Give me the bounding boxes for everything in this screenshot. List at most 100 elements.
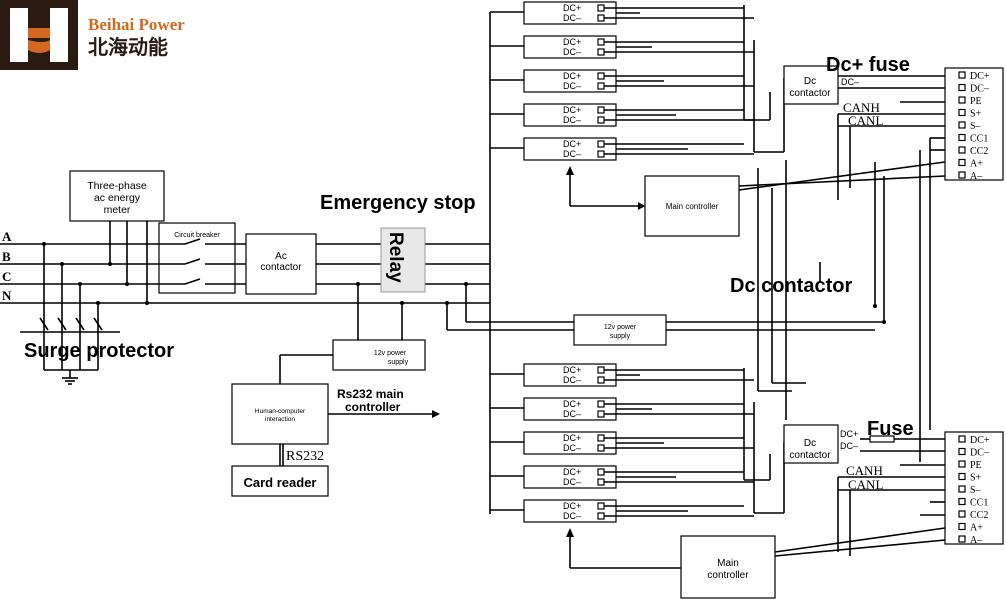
module-dc-minus-label: DC– — [563, 47, 581, 57]
brand-logo: Beihai Power 北海动能 — [0, 0, 185, 70]
terminal-icon — [597, 502, 605, 510]
rectifier-module-top-5: DC+DC– — [490, 137, 754, 161]
module-dc-minus-label: DC– — [563, 81, 581, 91]
pin-icon — [958, 472, 966, 481]
supply-mid-label-1: 12v power — [604, 324, 637, 331]
module-dc-plus-label: DC+ — [563, 467, 581, 477]
connector-bottom-pin-9: A– — [970, 535, 983, 546]
connector-bottom-pin-1: DC+ — [970, 435, 990, 446]
fuse-label: Fuse — [867, 418, 914, 440]
junction-dots — [42, 242, 886, 324]
dc-contactor-bottom-label-1: Dc — [804, 438, 816, 449]
ac-contactor: Ac contactor — [245, 233, 317, 295]
dc-contactor-top-out-minus: DC– — [841, 77, 859, 87]
pin-icon — [958, 497, 966, 506]
terminal-icon — [597, 82, 605, 90]
module-dc-plus-label: DC+ — [563, 71, 581, 81]
module-dc-minus-label: DC– — [563, 149, 581, 159]
terminal-icon — [597, 14, 605, 22]
surge-protector: Surge protector — [20, 244, 174, 385]
module-dc-minus-label: DC– — [563, 511, 581, 521]
pin-icon — [958, 121, 966, 129]
canl-label-bottom: CANL — [848, 477, 883, 492]
terminal-icon — [597, 150, 605, 158]
hmi-label-1: Human-computer — [255, 408, 306, 415]
circuit-breaker: Circuit breaker — [158, 222, 236, 294]
supply-mid-label-2: supply — [610, 333, 631, 340]
supply-left-label-2: supply — [388, 359, 409, 366]
module-dc-plus-label: DC+ — [563, 139, 581, 149]
canh-label-bottom: CANH — [846, 463, 883, 478]
phase-n-label: N — [2, 288, 12, 303]
ac-contactor-label-1: Ac — [275, 251, 287, 262]
power-supply-12v-left: 12v power supply — [279, 284, 426, 384]
three-phase-meter: Three-phase ac energy meter — [69, 170, 165, 303]
logo-mark-crossbar — [28, 28, 50, 38]
dc-contactor-top-label-1: Dc — [804, 76, 816, 87]
module-dc-plus-label: DC+ — [563, 3, 581, 13]
pin-icon — [958, 435, 966, 443]
rectifier-module-bottom-2: DC+DC– — [490, 397, 754, 421]
rs232-label: RS232 — [286, 449, 324, 464]
pin-icon — [958, 535, 966, 543]
connector-top-pin-5: S– — [970, 121, 982, 132]
dc-contactor-bottom-out-plus: DC+ — [840, 429, 858, 439]
terminal-icon — [597, 376, 605, 384]
terminal-icon — [597, 116, 605, 124]
pin-icon — [958, 133, 966, 142]
terminal-icon — [597, 444, 605, 452]
brand-name-en: Beihai Power — [88, 15, 185, 34]
dc-contactor-top: Dc contactor DC– Dc+ fuse CANH CANL — [783, 54, 945, 462]
hmi-label-2: interaction — [265, 416, 295, 423]
connector-bottom-pin-8: A+ — [970, 523, 983, 534]
dc-contactor-bottom-label-2: contactor — [789, 450, 831, 461]
rectifier-module-bottom-5: DC+DC– — [490, 499, 754, 523]
terminal-icon — [597, 512, 605, 520]
main-controller-top: Main controller — [566, 161, 946, 237]
dc-contactor-bottom: Dc contactor DC+ DC– Fuse CANH CANL — [783, 418, 945, 556]
rs232-main-label-1: Rs232 main — [337, 387, 404, 401]
module-dc-plus-label: DC+ — [563, 501, 581, 511]
pin-icon — [958, 83, 966, 92]
arrow-right-icon — [432, 410, 440, 418]
pin-icon — [958, 522, 966, 531]
rectifier-module-top-4: DC+DC– — [490, 103, 754, 127]
connector-top-pin-9: A– — [970, 171, 983, 182]
pin-icon — [958, 485, 966, 493]
dc-trunk — [446, 12, 574, 514]
connector-bottom-pin-2: DC– — [970, 448, 990, 459]
connector-bottom-pin-6: CC1 — [970, 498, 988, 509]
arrow-up-icon — [566, 528, 574, 537]
rectifier-module-bottom-4: DC+DC– — [490, 465, 754, 489]
connector-top-pin-7: CC2 — [970, 146, 988, 157]
module-dc-minus-label: DC– — [563, 115, 581, 125]
connector-bottom-body — [944, 431, 1004, 545]
connector-top-pin-2: DC– — [970, 84, 990, 95]
phase-c-label: C — [2, 269, 11, 284]
connector-bottom-pin-3: PE — [970, 460, 982, 471]
connector-top-body — [944, 67, 1004, 181]
pin-icon — [958, 71, 966, 79]
relay: Relay — [380, 227, 426, 293]
brand-name-cn: 北海动能 — [88, 35, 168, 59]
logo-mark-left-bar — [10, 8, 28, 62]
main-controller-top-label: Main controller — [666, 202, 719, 211]
dc-contactor-top-label-2: contactor — [789, 88, 831, 99]
module-dc-minus-label: DC– — [563, 13, 581, 23]
terminal-icon — [597, 366, 605, 374]
rectifier-module-top-3: DC+DC– — [490, 69, 754, 93]
card-reader: Card reader — [231, 465, 329, 497]
pin-icon — [958, 460, 966, 468]
terminal-icon — [597, 48, 605, 56]
pin-icon — [958, 158, 966, 167]
arrow-right-icon — [638, 202, 645, 210]
module-dc-plus-label: DC+ — [563, 365, 581, 375]
rectifier-module-bottom-3: DC+DC– — [490, 431, 754, 455]
module-dc-plus-label: DC+ — [563, 105, 581, 115]
module-dc-minus-label: DC– — [563, 409, 581, 419]
logo-mark-swoosh — [28, 40, 50, 53]
terminal-icon — [597, 434, 605, 442]
